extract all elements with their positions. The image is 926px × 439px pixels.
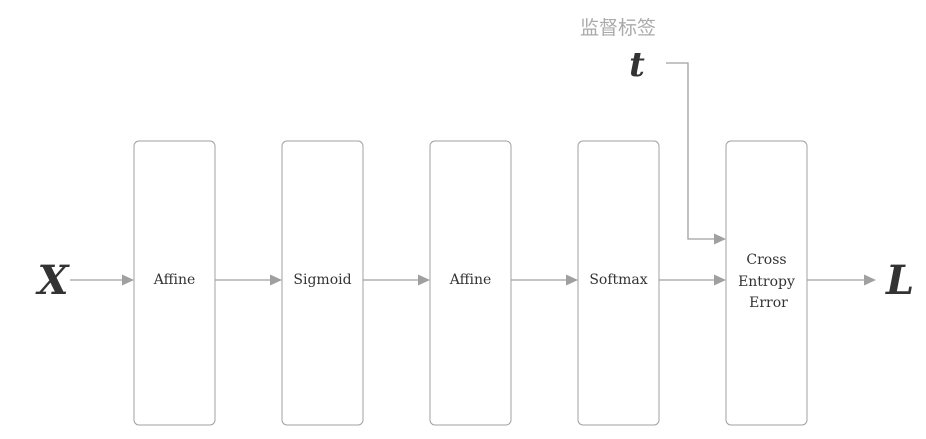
edge-cross-entropy-to-l (807, 274, 876, 286)
output-variable: L (885, 257, 914, 304)
node-cross-entropy-error-label-line2: Entropy (738, 274, 795, 290)
arrowhead-icon (714, 233, 726, 245)
node-cross-entropy-error-box (725, 140, 808, 426)
input-variable: X (34, 257, 70, 304)
node-affine-1-box (133, 140, 216, 426)
edge-t-to-cross-entropy (666, 62, 726, 245)
node-sigmoid: Sigmoid (281, 140, 364, 426)
arrowhead-icon (418, 274, 430, 286)
node-affine-1-label: Affine (153, 272, 196, 288)
arrowhead-icon (122, 274, 134, 286)
edge-x-to-affine-1 (70, 274, 134, 286)
arrowhead-icon (566, 274, 578, 286)
node-affine-1: Affine (133, 140, 216, 426)
edge-sigmoid-to-affine-2 (363, 274, 430, 286)
node-sigmoid-box (281, 140, 364, 426)
node-softmax-label: Softmax (589, 272, 647, 288)
node-cross-entropy-error-label-line1: Cross (746, 252, 786, 268)
supervision-variable: t (629, 45, 645, 85)
arrowhead-icon (714, 274, 726, 286)
node-cross-entropy-error-label-line3: Error (749, 295, 788, 311)
node-cross-entropy-error: Cross Entropy Error (725, 140, 808, 426)
node-softmax-box (577, 140, 660, 426)
arrowhead-icon (864, 274, 876, 286)
supervision-caption: 监督标签 (580, 17, 656, 39)
arrowhead-icon (270, 274, 282, 286)
edge-affine-2-to-softmax (511, 274, 578, 286)
node-softmax: Softmax (577, 140, 660, 426)
edge-affine-1-to-sigmoid (215, 274, 282, 286)
edge-softmax-to-cross-entropy (659, 274, 726, 286)
node-affine-2-label: Affine (449, 272, 492, 288)
node-affine-2: Affine (429, 140, 512, 426)
node-sigmoid-label: Sigmoid (293, 272, 351, 288)
node-affine-2-box (429, 140, 512, 426)
